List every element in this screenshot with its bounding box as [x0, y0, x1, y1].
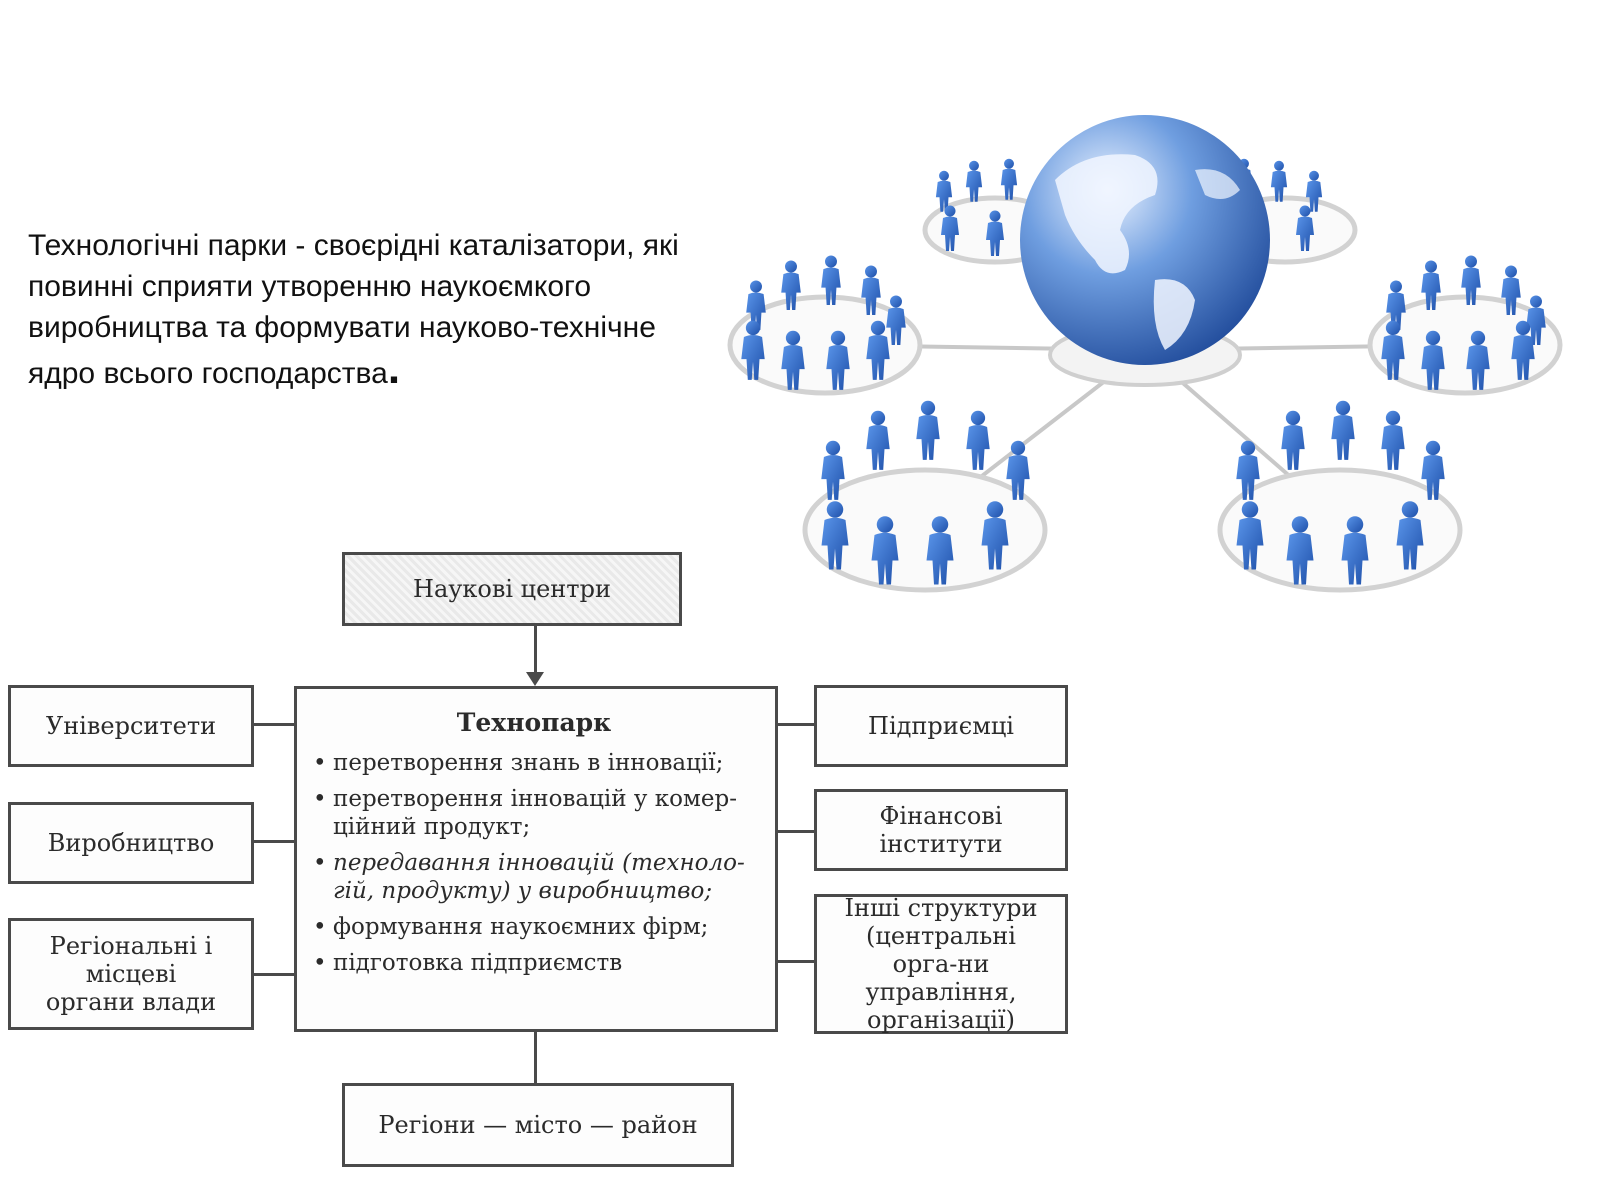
box-financial-institutions-label: Фінансові інститути: [879, 802, 1003, 858]
connector-right-1: [776, 723, 814, 726]
globe-people-network-icon: [727, 115, 1563, 593]
box-science-centers-label: Наукові центри: [413, 575, 611, 603]
box-technopark: Технопарк перетворення знань в інновації…: [294, 686, 778, 1032]
box-financial-institutions: Фінансові інститути: [814, 789, 1068, 871]
connector-top: [534, 620, 537, 680]
box-other-structures-label: Інші структури (центральні орга-ни управ…: [844, 894, 1038, 1034]
arrow-head: [526, 672, 544, 686]
box-other-structures: Інші структури (центральні орга-ни управ…: [814, 894, 1068, 1034]
connector-left-1: [252, 723, 294, 726]
connector-right-2: [776, 830, 814, 833]
connector-left-3: [252, 973, 294, 976]
box-production: Виробництво: [8, 802, 254, 884]
technopark-functions-list: перетворення знань в інновації; перетвор…: [311, 749, 757, 977]
box-regions-label: Регіони — місто — район: [378, 1111, 698, 1139]
box-entrepreneurs: Підприємці: [814, 685, 1068, 767]
list-item: формування наукоємних фірм;: [311, 913, 757, 941]
box-science-centers: Наукові центри: [342, 552, 682, 626]
connector-right-3: [776, 960, 814, 963]
connector-left-2: [252, 840, 294, 843]
box-entrepreneurs-label: Підприємці: [868, 712, 1014, 740]
box-authorities: Регіональні і місцеві органи влади: [8, 918, 254, 1030]
box-universities-label: Університети: [45, 712, 217, 740]
box-authorities-label: Регіональні і місцеві органи влади: [45, 932, 217, 1016]
intro-end-mark: .: [387, 344, 401, 393]
list-item: підготовка підприємств: [311, 949, 757, 977]
list-item: перетворення інновацій у комер-ційний пр…: [311, 785, 757, 841]
intro-text: Технологічні парки - своєрідні каталізат…: [28, 229, 679, 390]
box-regions: Регіони — місто — район: [342, 1083, 734, 1167]
box-production-label: Виробництво: [47, 829, 215, 857]
technopark-diagram: Наукові центри Технопарк перетворення зн…: [0, 540, 1080, 1200]
box-universities: Університети: [8, 685, 254, 767]
list-item: перетворення знань в інновації;: [311, 749, 757, 777]
technopark-title: Технопарк: [456, 708, 612, 737]
list-item: передавання інновацій (техноло-гій, прод…: [311, 849, 757, 905]
connector-bottom: [534, 1030, 537, 1085]
intro-paragraph: Технологічні парки - своєрідні каталізат…: [28, 225, 688, 394]
